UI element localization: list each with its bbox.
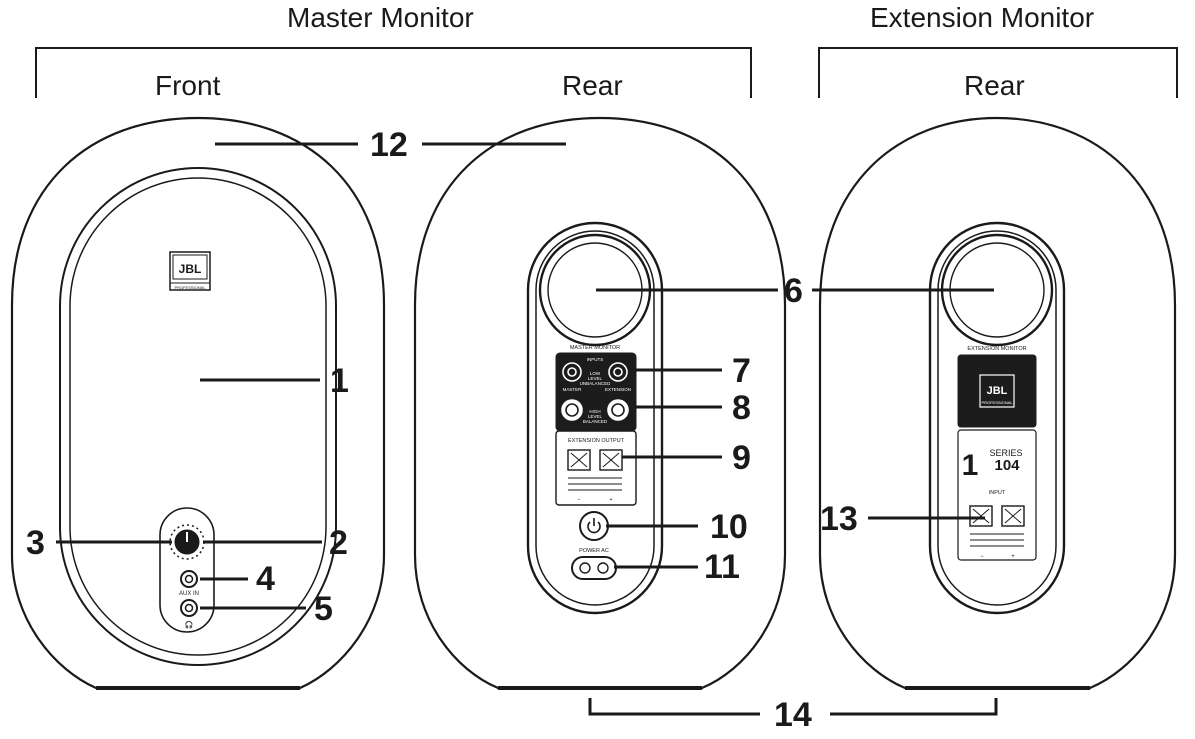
extension-output-terminal-negative[interactable]	[567, 449, 591, 471]
input-jacks	[561, 362, 629, 421]
power-ac-socket[interactable]	[571, 556, 617, 580]
extension-rear-heading: Rear	[964, 70, 1025, 101]
series-word: SERIES	[989, 448, 1022, 458]
extension-trs-input[interactable]	[607, 399, 629, 421]
master-rear-panel-outer	[526, 221, 664, 615]
master-monitor-heading: Master Monitor	[287, 2, 474, 33]
high-level-label: HIGH	[589, 409, 600, 414]
low-level-label: LOW	[590, 371, 601, 376]
extension-logo-text: JBL	[987, 385, 1008, 397]
callout-10: 10	[710, 508, 748, 546]
extension-rear-panel-inner	[937, 230, 1057, 606]
callout-2: 2	[329, 524, 348, 562]
callout-7: 7	[732, 352, 751, 390]
extension-output-minus: −	[577, 497, 580, 503]
callout-5: 5	[314, 590, 333, 628]
callout-leaders	[56, 142, 998, 716]
callout-12: 12	[370, 126, 408, 164]
master-front-cabinet	[10, 116, 386, 690]
callout-6: 6	[784, 272, 803, 310]
extension-rear-panel-outer	[928, 221, 1066, 615]
leader-14-bracket-left	[588, 698, 760, 716]
extension-monitor-heading: Extension Monitor	[870, 2, 1095, 33]
extension-logo-panel	[957, 354, 1037, 428]
series-one: 1	[962, 449, 979, 482]
front-logo-text: JBL	[179, 262, 202, 276]
master-input-label: MASTER	[563, 387, 583, 392]
extension-output-box	[555, 430, 637, 506]
master-rear-heading: Rear	[562, 70, 623, 101]
master-monitor-label: MASTER MONITOR	[570, 345, 620, 351]
callout-8: 8	[732, 389, 751, 427]
power-ac-label: POWER AC	[579, 548, 609, 554]
aux-in-label: AUX IN	[179, 591, 199, 597]
extension-input-label: EXTENSION	[605, 387, 631, 392]
callout-9: 9	[732, 439, 751, 477]
master-trs-input[interactable]	[561, 399, 583, 421]
callout-11: 11	[704, 548, 740, 586]
extension-input-label: INPUT	[989, 490, 1006, 496]
callout-14: 14	[774, 696, 812, 734]
front-grille-inner	[69, 177, 327, 656]
extension-info-box	[957, 429, 1037, 561]
callout-3: 3	[26, 524, 45, 562]
headphone-jack[interactable]	[180, 599, 198, 617]
master-rear-speaker	[413, 116, 787, 690]
headphone-icon: 🎧	[185, 620, 194, 629]
front-grille-outer	[59, 167, 337, 666]
low-level-label-2: LEVEL	[588, 376, 603, 381]
master-rca-input[interactable]	[562, 362, 582, 382]
extension-rear-cabinet	[818, 116, 1177, 690]
series-model: 104	[994, 457, 1020, 474]
inputs-label: INPUTS	[587, 357, 604, 362]
power-icon	[587, 521, 601, 534]
front-heading: Front	[155, 70, 221, 101]
extension-input-minus: −	[980, 554, 984, 560]
master-monitor-bracket	[35, 47, 752, 98]
extension-rear-speaker	[818, 116, 1177, 690]
input-terminal-positive[interactable]	[1001, 505, 1025, 527]
low-level-label-3: UNBALANCED	[580, 381, 612, 386]
input-terminal-negative[interactable]	[969, 505, 993, 527]
master-front-speaker	[10, 116, 386, 690]
extension-rca-input[interactable]	[608, 362, 628, 382]
extension-panel-title: EXTENSION MONITOR	[967, 346, 1026, 352]
extension-output-label: EXTENSION OUTPUT	[568, 438, 625, 444]
extension-logo-subtext: PROFESSIONAL	[981, 400, 1013, 405]
high-level-label-2: LEVEL	[588, 414, 603, 419]
front-logo-subtext: PROFESSIONAL	[174, 285, 206, 290]
extension-monitor-bracket	[818, 47, 1178, 98]
callout-13: 13	[820, 500, 858, 538]
front-control-plate	[159, 507, 215, 633]
high-level-label-3: BALANCED	[583, 419, 608, 424]
extension-output-terminal-positive[interactable]	[599, 449, 623, 471]
callout-4: 4	[256, 560, 275, 598]
leader-14-bracket-right	[830, 698, 998, 716]
aux-in-jack[interactable]	[180, 570, 198, 588]
master-rear-cabinet	[413, 116, 787, 690]
extension-input-plus: +	[1011, 554, 1015, 560]
master-rear-panel-inner	[535, 230, 655, 606]
extension-output-plus: +	[609, 497, 612, 503]
front-jbl-logo-box	[169, 251, 211, 291]
callout-1: 1	[330, 362, 349, 400]
